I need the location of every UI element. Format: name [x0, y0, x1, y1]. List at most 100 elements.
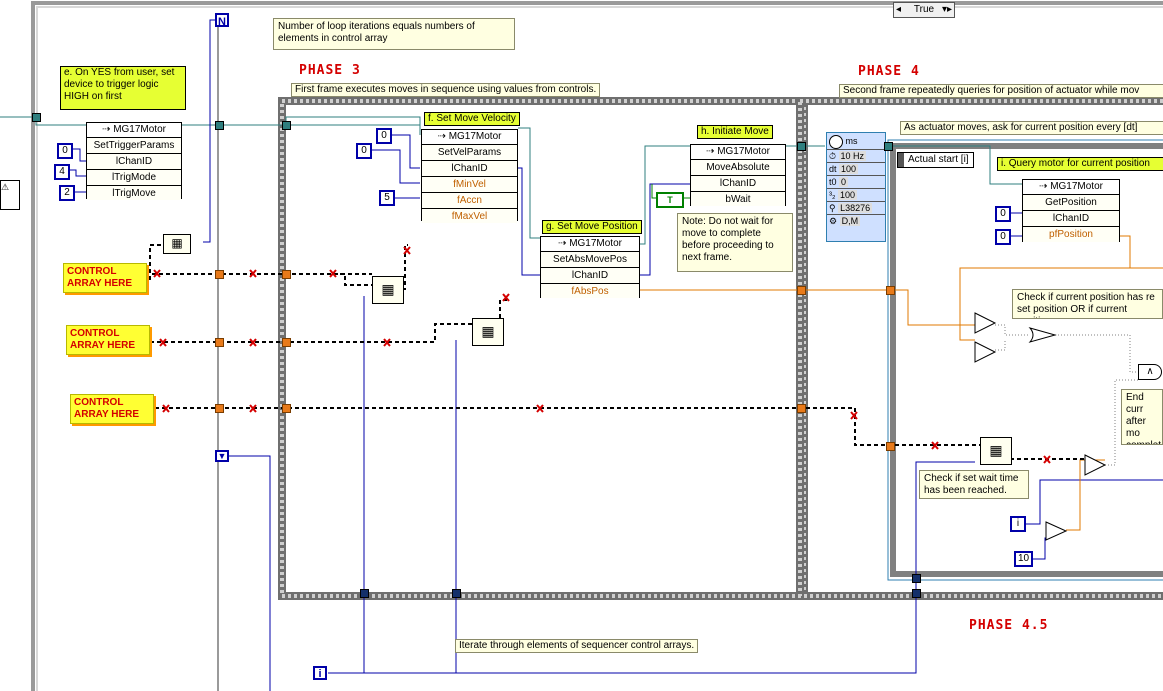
velocity-param-maxvel: fMaxVel: [422, 209, 517, 223]
left-edge-icon[interactable]: ⚠: [0, 180, 20, 210]
actual-start-label: Actual start [i]: [897, 152, 974, 168]
tunnel: [884, 142, 893, 151]
move-absolute-node[interactable]: ⇢ MG17Motor MoveAbsolute lChanID bWait: [690, 144, 786, 206]
trigger-param-chan: lChanID: [87, 154, 181, 170]
query-param-position: pfPosition: [1023, 227, 1119, 242]
timer-row-5: ⚙ D,M: [829, 216, 861, 226]
loop-iterations-note: Number of loop iterations equals numbers…: [273, 18, 515, 50]
set-abs-move-pos-node[interactable]: ⇢ MG17Motor SetAbsMovePos lChanID fAbsPo…: [540, 236, 640, 298]
priority-icon: ³₂: [829, 190, 836, 200]
query-constant-a[interactable]: 0: [995, 206, 1011, 222]
query-constant-b[interactable]: 0: [995, 229, 1011, 245]
query-param-chan: lChanID: [1023, 211, 1119, 227]
wait-time-note: Check if set wait time has been reached.: [919, 470, 1029, 499]
trigger-param-move: lTrigMove: [87, 186, 181, 200]
ask-position-note: As actuator moves, ask for current posit…: [900, 121, 1163, 135]
phase-3-title: PHASE 3: [299, 63, 361, 78]
control-array-2[interactable]: CONTROL ARRAY HERE: [66, 325, 150, 355]
velocity-chan-constant[interactable]: 0: [356, 143, 372, 159]
velocity-param-chan: lChanID: [422, 161, 517, 177]
trigger-move-constant[interactable]: 2: [59, 185, 75, 201]
tunnel: [215, 270, 224, 279]
array-build-icon[interactable]: ▦: [163, 234, 191, 254]
set-trigger-params-node[interactable]: ⇢ MG17Motor SetTriggerParams lChanID lTr…: [86, 122, 182, 200]
timer-row-3: ³₂ 100: [827, 189, 885, 202]
step-i-label: i. Query motor for current position: [997, 157, 1163, 171]
velocity-top-constant[interactable]: 0: [376, 128, 392, 144]
tunnel: [797, 142, 806, 151]
loop-count-terminal[interactable]: N: [215, 13, 229, 28]
timing-source-icon: ⚲: [829, 203, 836, 213]
loop-index-label: i: [318, 668, 322, 680]
phase-4-title: PHASE 4: [858, 64, 920, 79]
index-array-icon-3[interactable]: ▦: [980, 437, 1012, 465]
index-array-icon-2[interactable]: ▦: [472, 318, 504, 346]
move-param-chan: lChanID: [691, 176, 785, 192]
query-node-method: GetPosition: [1023, 195, 1119, 211]
move-node-header: ⇢ MG17Motor: [691, 145, 785, 160]
stopwatch-icon: ⏱: [829, 151, 837, 161]
case-selector-next-icon[interactable]: ▾▸: [941, 4, 952, 15]
move-node-method: MoveAbsolute: [691, 160, 785, 176]
tunnel: [282, 338, 291, 347]
tunnel: [912, 589, 921, 598]
set-vel-params-node[interactable]: ⇢ MG17Motor SetVelParams lChanID fMinVel…: [421, 129, 518, 223]
velocity-param-minvel: fMinVel: [422, 177, 517, 193]
trigger-mode-constant[interactable]: 4: [54, 164, 70, 180]
and-function-icon[interactable]: ∧: [1138, 364, 1162, 380]
tunnel: [797, 404, 806, 413]
timer-unit: ms: [845, 136, 858, 146]
velocity-node-header: ⇢ MG17Motor: [422, 130, 517, 145]
tunnel: [282, 121, 291, 130]
iteration-i-terminal[interactable]: i: [1010, 516, 1026, 532]
tunnel: [452, 589, 461, 598]
trigger-chan-constant[interactable]: 0: [57, 143, 73, 159]
mode-icon: ⚙: [829, 216, 838, 226]
index-array-icon-1[interactable]: ▦: [372, 276, 404, 304]
get-position-node[interactable]: ⇢ MG17Motor GetPosition lChanID pfPositi…: [1022, 179, 1120, 242]
tunnel: [282, 270, 291, 279]
timer-row-1: dt 100: [827, 163, 885, 176]
phase-4-frame-note: Second frame repeatedly queries for posi…: [839, 84, 1163, 98]
position-node-method: SetAbsMovePos: [541, 252, 639, 268]
phase-4-5-title: PHASE 4.5: [969, 618, 1049, 633]
velocity-param-accn: fAccn: [422, 193, 517, 209]
phase-3-frame-note: First frame executes moves in sequence u…: [291, 83, 601, 97]
shift-register-icon[interactable]: ▼: [215, 450, 229, 462]
timed-loop-config[interactable]: ms ⏱ 10 Hz dt 100 t0 0 ³₂ 100 ⚲ L38276 ⚙…: [826, 132, 886, 242]
divisor-constant[interactable]: 10: [1014, 551, 1034, 567]
tunnel: [886, 286, 895, 295]
position-param-abspos: fAbsPos: [541, 284, 639, 298]
tunnel: [912, 574, 921, 583]
tunnel: [215, 338, 224, 347]
tunnel: [360, 589, 369, 598]
timer-row-2: t0 0: [827, 176, 885, 189]
step-g-label: g. Set Move Position: [542, 220, 642, 234]
tunnel: [215, 404, 224, 413]
move-param-bwait: bWait: [691, 192, 785, 206]
tunnel: [32, 113, 41, 122]
iterate-note: Iterate through elements of sequencer co…: [455, 639, 699, 653]
check-position-note: Check if current position has re set pos…: [1012, 289, 1163, 319]
trigger-param-mode: lTrigMode: [87, 170, 181, 186]
end-note: End curr after mo complet is finish: [1121, 389, 1163, 445]
control-array-1[interactable]: CONTROL ARRAY HERE: [63, 263, 147, 293]
wait-note: Note: Do not wait for move to complete b…: [677, 213, 793, 272]
case-selector-prev-icon[interactable]: ◂: [896, 4, 902, 15]
tunnel: [282, 404, 291, 413]
control-array-3[interactable]: CONTROL ARRAY HERE: [70, 394, 154, 424]
tunnel: [797, 286, 806, 295]
loop-index-terminal[interactable]: i: [313, 666, 327, 680]
boolean-constant-value: T: [667, 195, 673, 205]
trigger-node-header: ⇢ MG17Motor: [87, 123, 181, 138]
case-selector[interactable]: ◂ True ▾▸: [893, 2, 955, 18]
position-param-chan: lChanID: [541, 268, 639, 284]
timer-row-4: ⚲ L38276: [827, 202, 885, 215]
velocity-max-constant[interactable]: 5: [379, 190, 395, 206]
tunnel: [886, 442, 895, 451]
step-h-label: h. Initiate Move: [697, 125, 773, 139]
timer-unit-row: ms: [827, 133, 885, 150]
case-selector-value: True: [913, 4, 935, 15]
boolean-constant[interactable]: T: [656, 192, 684, 208]
